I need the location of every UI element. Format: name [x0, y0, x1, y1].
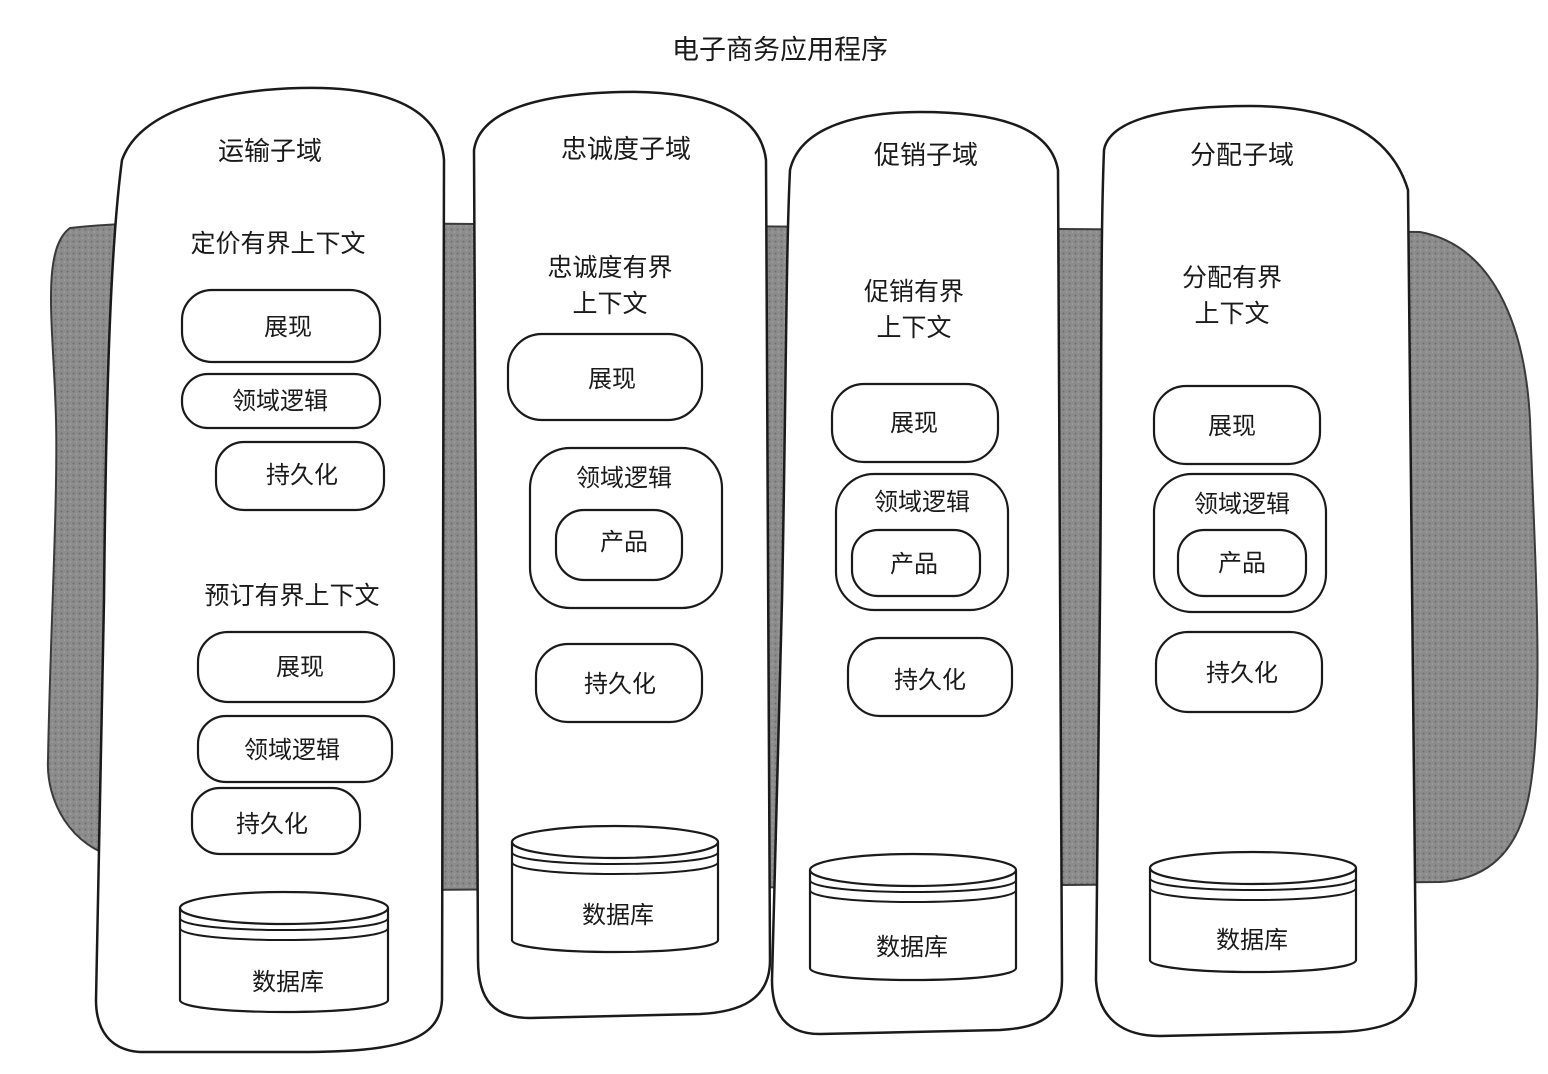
layer-label: 领域逻辑 [232, 387, 328, 415]
database-icon [808, 852, 1018, 982]
layer-domain-logic [180, 372, 382, 430]
database-icon [1148, 850, 1358, 974]
layer-label: 展现 [588, 365, 636, 393]
subdomain-distribution: 分配子域 分配有界 上下文 展现 领域逻辑 产品 持久化 数据库 [1094, 104, 1418, 1038]
layer-label: 持久化 [584, 670, 656, 698]
layer-persistence [1154, 630, 1324, 714]
layer-presentation [1152, 384, 1322, 466]
layer-label: 持久化 [266, 461, 338, 489]
layer-label: 持久化 [236, 810, 308, 838]
layer-persistence [214, 440, 386, 512]
product-entity [554, 508, 684, 582]
layer-label: 领域逻辑 [576, 464, 672, 492]
subdomain-title: 运输子域 [218, 137, 322, 167]
context-title: 预订有界上下文 [204, 581, 379, 610]
subdomain-loyalty: 忠诚度子域 忠诚度有界 上下文 展现 领域逻辑 产品 持久化 数据库 [472, 90, 772, 1020]
layer-label: 展现 [890, 409, 938, 437]
layer-label: 展现 [276, 653, 324, 681]
product-label: 产品 [890, 550, 938, 578]
layer-label: 领域逻辑 [244, 736, 340, 764]
subdomain-promotion: 促销子域 促销有界 上下文 展现 领域逻辑 产品 持久化 数据库 [770, 110, 1064, 1036]
context-title-line1: 分配有界 [1182, 263, 1282, 292]
context-title-line1: 忠诚度有界 [547, 253, 672, 282]
database-icon [510, 824, 720, 954]
layer-presentation [180, 288, 382, 364]
layer-domain-logic [196, 714, 394, 784]
layer-label: 持久化 [894, 666, 966, 694]
database-label: 数据库 [876, 933, 948, 961]
subdomain-title: 忠诚度子域 [561, 135, 691, 165]
product-label: 产品 [600, 528, 648, 556]
layer-label: 展现 [1208, 412, 1256, 440]
context-title-line2: 上下文 [1194, 299, 1269, 328]
product-label: 产品 [1218, 549, 1266, 577]
subdomain-title: 促销子域 [874, 141, 978, 171]
layer-label: 持久化 [1206, 659, 1278, 687]
subdomain-title: 分配子域 [1190, 141, 1294, 171]
layer-persistence [190, 786, 362, 856]
database-icon [178, 890, 390, 1014]
database-label: 数据库 [1216, 926, 1288, 954]
product-entity [1176, 528, 1308, 598]
product-entity [850, 528, 982, 598]
layer-persistence [534, 642, 704, 724]
layer-label: 领域逻辑 [874, 488, 970, 516]
context-title-line2: 上下文 [876, 313, 951, 342]
layer-label: 展现 [264, 313, 312, 341]
database-label: 数据库 [582, 901, 654, 929]
layer-presentation [830, 382, 1000, 464]
layer-label: 领域逻辑 [1194, 490, 1290, 518]
layer-presentation [196, 630, 396, 704]
context-title: 定价有界上下文 [190, 229, 365, 258]
subdomain-shipping: 运输子域 定价有界上下文 展现 领域逻辑 持久化 预订有界上下文 展现 领域逻辑… [94, 86, 446, 1054]
diagram-title: 电子商务应用程序 [672, 35, 888, 66]
layer-persistence [846, 636, 1014, 718]
context-title-line1: 促销有界 [864, 277, 964, 306]
database-label: 数据库 [252, 968, 324, 996]
context-title-line2: 上下文 [572, 289, 647, 318]
layer-presentation [506, 332, 704, 422]
